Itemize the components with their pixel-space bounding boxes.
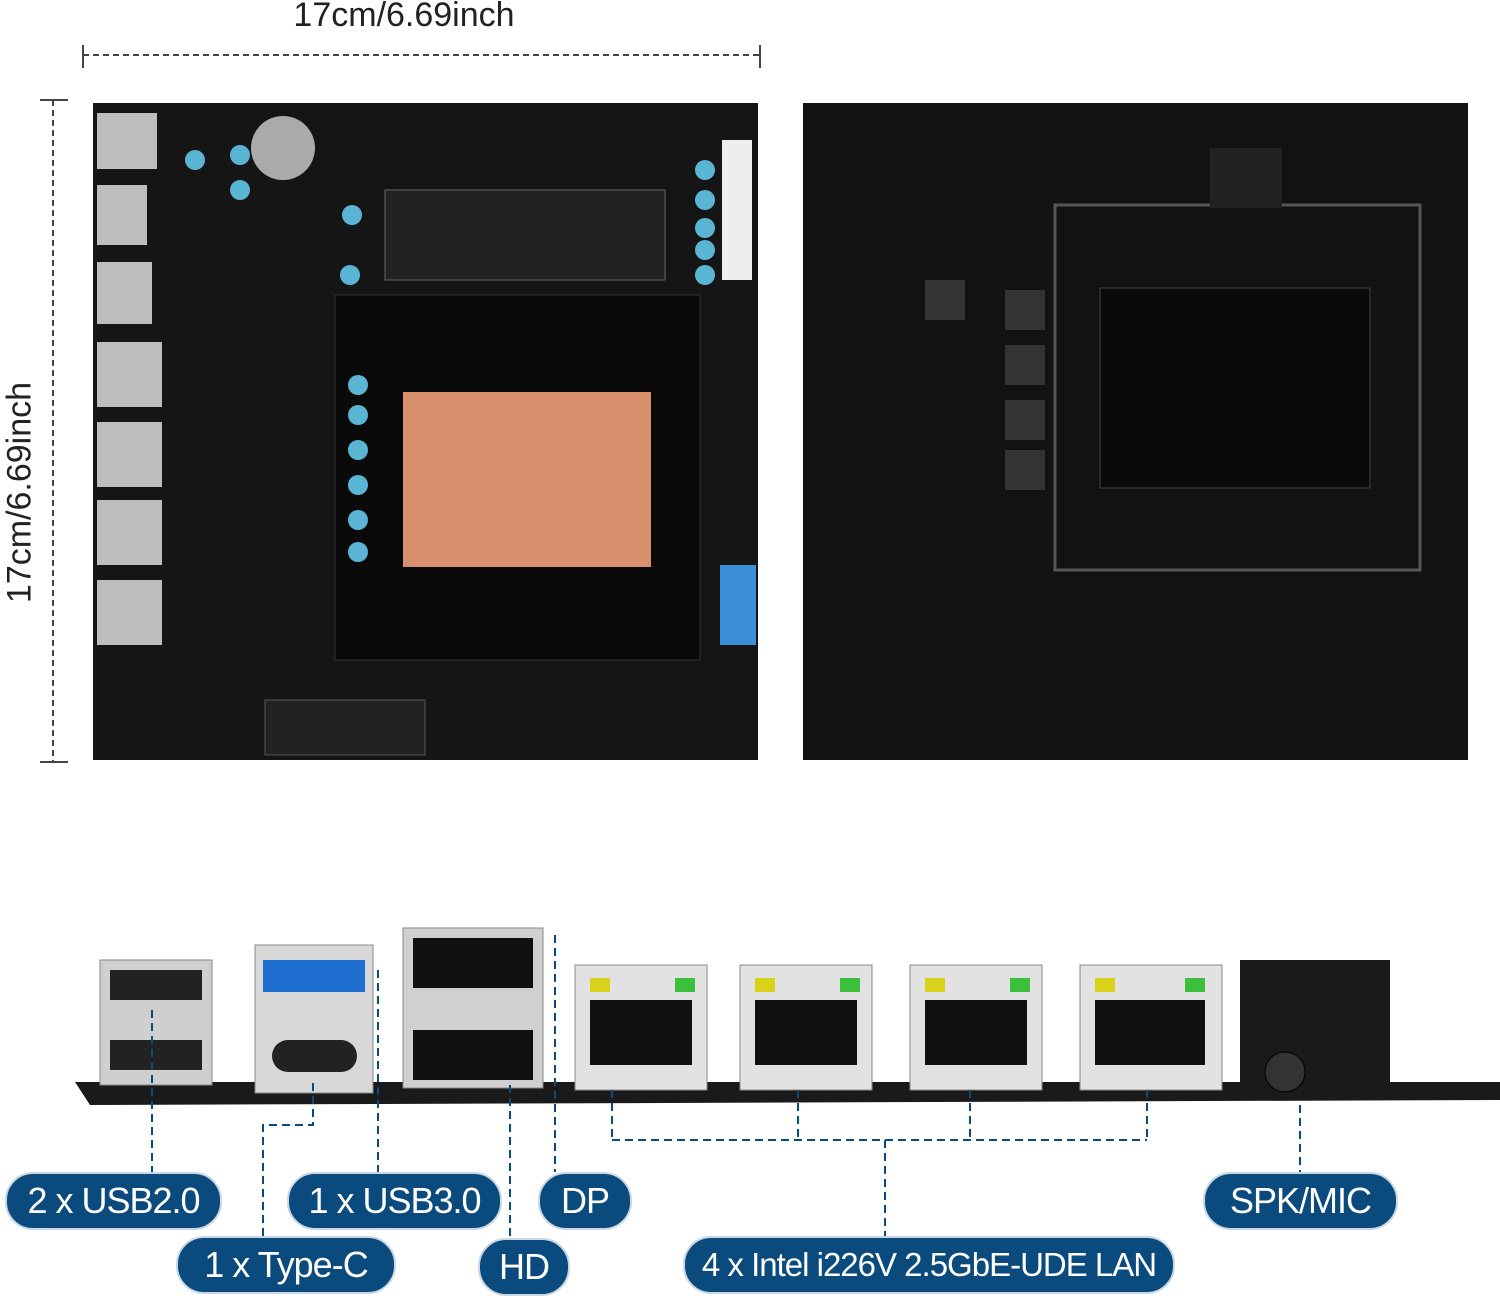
dp-label: DP	[538, 1172, 632, 1230]
lan-label: 4 x Intel i226V 2.5GbE-UDE LAN	[683, 1236, 1175, 1294]
memory-slot	[384, 189, 666, 281]
motherboard-bottom-view	[803, 103, 1468, 760]
atx-power-connector	[722, 140, 752, 280]
hd-label: HD	[478, 1238, 570, 1296]
width-dimension-label: 17cm/6.69inch	[293, 0, 515, 34]
callout-lines	[151, 935, 1301, 1236]
dimension-lines	[40, 45, 761, 763]
audio-jack-block	[1240, 960, 1390, 1085]
type-c-label: 1 x Type-C	[176, 1236, 396, 1294]
motherboard-top-view	[93, 103, 758, 760]
ite-chip	[1210, 148, 1282, 208]
pcie-slot	[264, 699, 426, 756]
capacitors	[185, 145, 715, 562]
cmos-battery	[251, 116, 315, 180]
cpu-backplate	[1099, 287, 1371, 489]
copper-heat-spreader	[403, 392, 651, 567]
spk-mic-label: SPK/MIC	[1203, 1172, 1398, 1230]
usb3-label: 1 x USB3.0	[287, 1172, 502, 1230]
usb-header	[720, 565, 756, 645]
io-ports-top	[97, 113, 162, 645]
io-side-view	[75, 927, 1500, 1105]
lan-ports	[574, 964, 1223, 1091]
usb2-label: 2 x USB2.0	[5, 1172, 222, 1230]
